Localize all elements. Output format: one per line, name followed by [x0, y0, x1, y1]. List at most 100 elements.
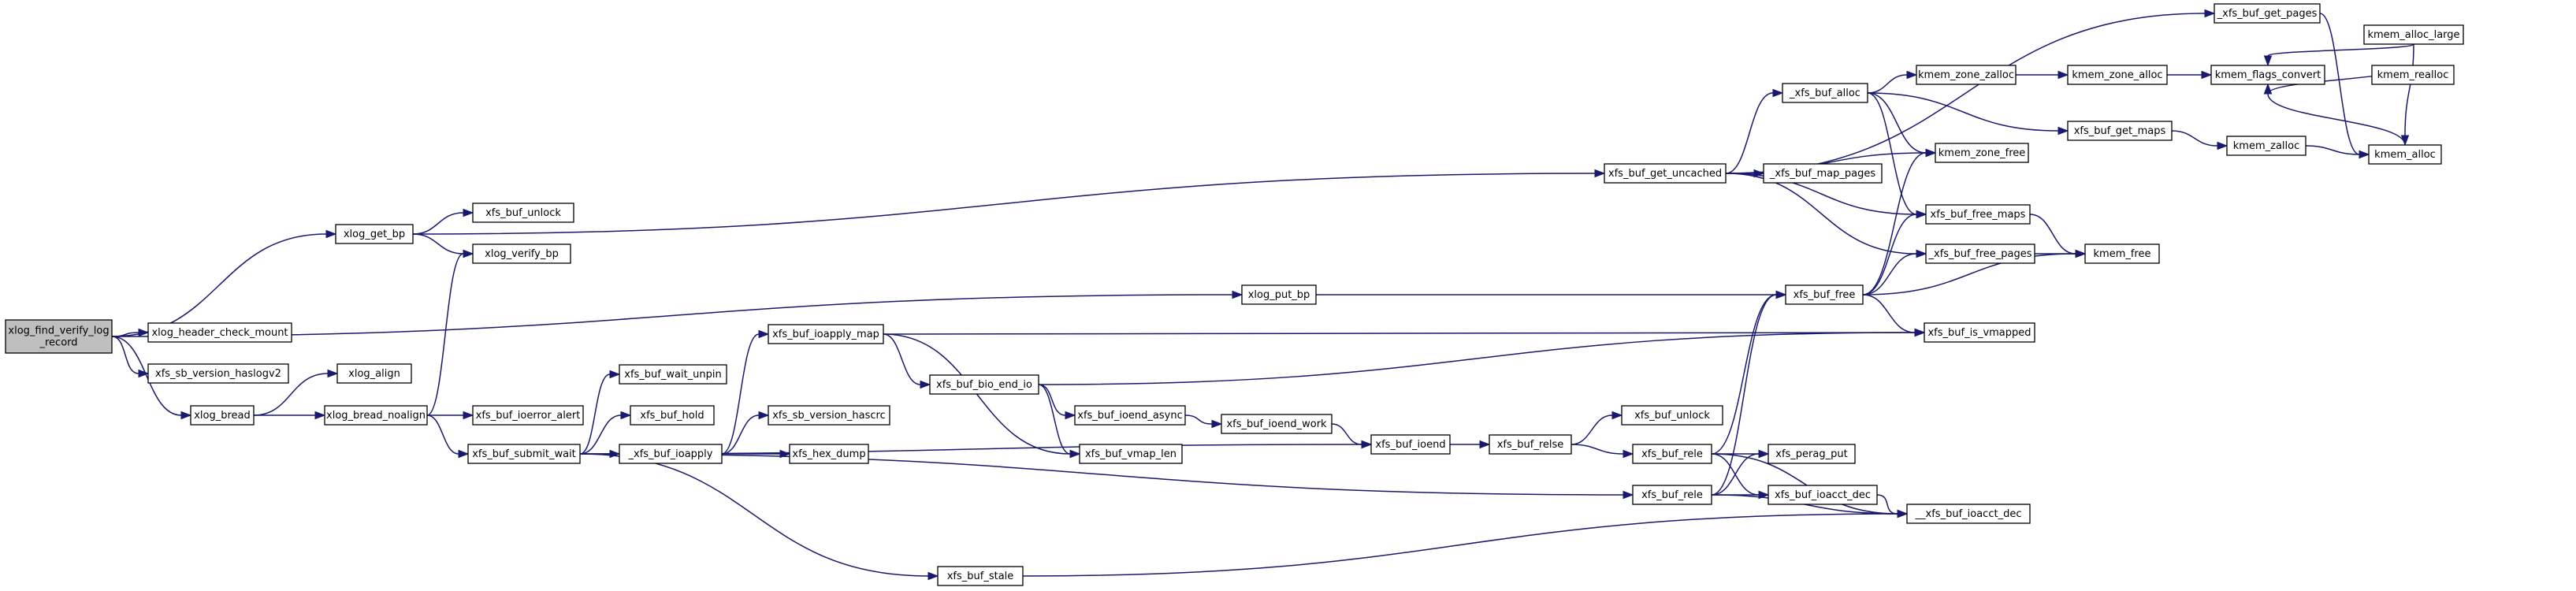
node-label: kmem_realloc	[2377, 69, 2449, 81]
node-box	[1924, 322, 2035, 343]
node---xfs-buf-ioacct-dec[interactable]: __xfs_buf_ioacct_dec	[1906, 504, 2031, 524]
node--xfs-buf-get-pages[interactable]: _xfs_buf_get_pages	[2214, 3, 2321, 24]
node-xfs-buf-free[interactable]: xfs_buf_free	[1785, 284, 1864, 305]
node-xfs-buf-unlock-1[interactable]: xfs_buf_unlock	[472, 203, 574, 223]
node-xfs-sb-version-hascrc[interactable]: xfs_sb_version_hascrc	[768, 405, 890, 426]
arrow-head	[1623, 490, 1634, 500]
node-xfs-sb-version-haslogv2[interactable]: xfs_sb_version_haslogv2	[147, 363, 289, 384]
node-xfs-buf-wait-unpin[interactable]: xfs_buf_wait_unpin	[619, 364, 727, 385]
node-box	[335, 224, 414, 244]
node-label: xfs_buf_vmap_len	[1085, 448, 1176, 460]
arrow-head	[1906, 70, 1918, 80]
call-edge	[579, 453, 929, 577]
node-root[interactable]: xlog_find_verify_log_record	[5, 319, 113, 354]
arrow-head	[1897, 509, 1909, 519]
node-kmem-alloc[interactable]: kmem_alloc	[2368, 144, 2442, 165]
arrow-head	[2359, 150, 2370, 159]
node-xfs-hex-dump[interactable]: xfs_hex_dump	[789, 444, 869, 464]
node-kmem-zalloc[interactable]: kmem_zalloc	[2226, 136, 2307, 156]
node-xfs-buf-ioend-work[interactable]: xfs_buf_ioend_work	[1221, 414, 1333, 434]
call-edge	[1862, 152, 1927, 296]
node-box	[1785, 284, 1864, 305]
node-box	[2226, 136, 2307, 156]
node-xfs-buf-unlock-2[interactable]: xfs_buf_unlock	[1621, 405, 1723, 426]
node-xfs-buf-ioend[interactable]: xfs_buf_ioend	[1370, 434, 1451, 455]
node-label: xfs_buf_ioend_async	[1077, 410, 1183, 422]
node-xfs-buf-ioerror-alert[interactable]: xfs_buf_ioerror_alert	[472, 405, 584, 426]
node-xfs-buf-is-vmapped[interactable]: xfs_buf_is_vmapped	[1924, 322, 2035, 343]
node--xfs-buf-free-pages[interactable]: _xfs_buf_free_pages	[1925, 243, 2035, 264]
node-label: xlog_put_bp	[1248, 289, 1310, 301]
node-box	[1935, 143, 2029, 163]
node-label: xfs_buf_is_vmapped	[1927, 327, 2031, 339]
node-kmem-flags-convert[interactable]: kmem_flags_convert	[2210, 65, 2325, 85]
call-edge	[1725, 92, 1774, 174]
node-xfs-buf-get-maps[interactable]: xfs_buf_get_maps	[2067, 121, 2173, 141]
arrow-head	[1065, 411, 1076, 420]
node-box	[2210, 65, 2325, 85]
arrow-head	[1775, 290, 1787, 299]
arrow-head	[325, 229, 337, 239]
call-edge	[412, 212, 464, 235]
node-xfs-buf-relse[interactable]: xfs_buf_relse	[1489, 434, 1572, 455]
node-kmem-realloc[interactable]: kmem_realloc	[2371, 65, 2455, 85]
node-xfs-perag-put[interactable]: xfs_perag_put	[1768, 444, 1856, 464]
node-kmem-zone-zalloc[interactable]: kmem_zone_zalloc	[1916, 65, 2017, 85]
node-xlog-align[interactable]: xlog_align	[336, 363, 412, 384]
node-xfs-buf-rele-b[interactable]: xfs_buf_rele	[1632, 485, 1712, 505]
node-xfs-buf-get-uncached[interactable]: xfs_buf_get_uncached	[1604, 163, 1727, 184]
call-edge	[1867, 92, 1927, 154]
node-box	[472, 243, 571, 264]
node-kmem-zone-free[interactable]: kmem_zone_free	[1935, 143, 2029, 163]
node--xfs-buf-alloc[interactable]: _xfs_buf_alloc	[1782, 83, 1868, 103]
arrow-head	[138, 328, 150, 337]
node-xfs-buf-stale[interactable]: xfs_buf_stale	[937, 566, 1024, 586]
node-kmem-free[interactable]: kmem_free	[2084, 243, 2160, 264]
node-kmem-zone-alloc[interactable]: kmem_zone_alloc	[2067, 65, 2168, 85]
call-edge	[1038, 332, 1916, 385]
arrow-head	[327, 369, 339, 378]
node-box	[630, 405, 715, 426]
node-xfs-buf-ioend-async[interactable]: xfs_buf_ioend_async	[1074, 405, 1186, 426]
node-xfs-buf-vmap-len[interactable]: xfs_buf_vmap_len	[1079, 444, 1183, 464]
node-box	[937, 566, 1024, 586]
node-box	[2368, 144, 2442, 165]
arrow-head	[2075, 249, 2087, 258]
node-xfs-buf-bio-end-io[interactable]: xfs_buf_bio_end_io	[929, 374, 1039, 395]
node-xfs-buf-ioapply-map[interactable]: xfs_buf_ioapply_map	[768, 324, 884, 344]
node-xlog-get-bp[interactable]: xlog_get_bp	[335, 224, 414, 244]
node-xlog-put-bp[interactable]: xlog_put_bp	[1241, 284, 1317, 305]
node-box	[147, 363, 289, 384]
call-edge	[579, 374, 611, 455]
node--xfs-buf-ioapply[interactable]: _xfs_buf_ioapply	[619, 444, 723, 464]
node-xfs-buf-ioacct-dec[interactable]: xfs_buf_ioacct_dec	[1768, 485, 1878, 505]
node-xlog-bread-noalign[interactable]: xlog_bread_noalign	[324, 405, 428, 426]
node-xlog-header-check-mount[interactable]: xlog_header_check_mount	[147, 322, 292, 343]
node-label: xfs_sb_version_hascrc	[772, 410, 886, 422]
node-box	[1079, 444, 1183, 464]
node-xlog-verify-bp[interactable]: xlog_verify_bp	[472, 243, 571, 264]
node--xfs-buf-map-pages[interactable]: _xfs_buf_map_pages	[1763, 163, 1883, 184]
call-edge	[1571, 444, 1624, 455]
node-xfs-buf-free-maps[interactable]: xfs_buf_free_maps	[1925, 204, 2031, 225]
call-edge	[111, 294, 1233, 337]
node-xfs-buf-hold[interactable]: xfs_buf_hold	[630, 405, 715, 426]
node-xfs-buf-rele-a[interactable]: xfs_buf_rele	[1632, 444, 1712, 464]
call-edge	[1867, 92, 1917, 215]
node-xfs-buf-submit-wait[interactable]: xfs_buf_submit_wait	[467, 444, 581, 464]
call-edge	[2267, 43, 2414, 57]
node-box	[2214, 3, 2321, 24]
node-box	[768, 405, 890, 426]
node-kmem-alloc-large[interactable]: kmem_alloc_large	[2363, 24, 2464, 45]
node-xlog-bread[interactable]: xlog_bread	[190, 405, 255, 426]
node-label: kmem_zone_zalloc	[1918, 69, 2014, 81]
call-edge	[2267, 93, 2406, 146]
arrow-head	[1916, 210, 1927, 219]
arrow-head	[314, 411, 326, 420]
node-box	[2067, 65, 2168, 85]
arrow-head	[2263, 83, 2273, 95]
node-box	[472, 203, 574, 223]
arrow-head	[927, 571, 939, 581]
node-label: xfs_buf_get_uncached	[1608, 168, 1722, 180]
